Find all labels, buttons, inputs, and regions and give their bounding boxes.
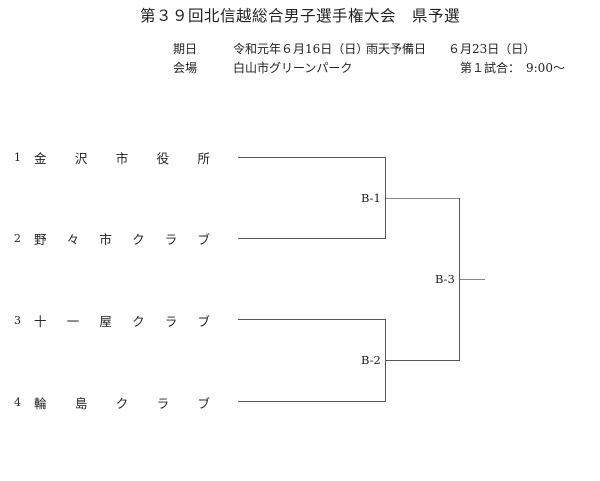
bracket-line-b3 [460, 279, 485, 280]
rain-date-label: 雨天予備日 [366, 42, 427, 56]
team-name: 金 沢 市 役 所 [34, 150, 210, 166]
team-name: 野 々 市 ク ラ ブ [34, 231, 210, 247]
bracket-line-b1 [386, 198, 460, 199]
bracket-line-team4 [238, 401, 386, 402]
date-value: 令和元年６月16日（日） [233, 42, 369, 56]
bracket-vertical-b3 [459, 198, 460, 361]
team-number: 1 [14, 150, 21, 164]
match-label-b2: B-2 [361, 353, 381, 367]
venue-label: 会場 [173, 61, 198, 75]
team-3: 3 十 一 屋 ク ラ ブ [14, 312, 210, 329]
match-label-b3: B-3 [435, 272, 455, 286]
team-name: 十 一 屋 ク ラ ブ [34, 313, 210, 329]
page-title: 第３９回北信越総合男子選手権大会 県予選 [139, 7, 460, 25]
team-number: 2 [14, 231, 21, 245]
team-2: 2 野 々 市 ク ラ ブ [14, 230, 210, 247]
date-label: 期日 [173, 42, 198, 56]
team-number: 3 [14, 313, 21, 327]
bracket-vertical-b1 [385, 157, 386, 239]
venue-value: 白山市グリーンパーク [233, 61, 353, 75]
bracket-line-team1 [238, 157, 386, 158]
bracket-line-team2 [238, 238, 386, 239]
match-label-b1: B-1 [361, 191, 381, 205]
team-name: 輪 島 ク ラ ブ [34, 395, 210, 411]
bracket-line-team3 [238, 319, 386, 320]
bracket-line-b2 [386, 360, 460, 361]
team-number: 4 [14, 395, 21, 409]
team-1: 1 金 沢 市 役 所 [14, 149, 210, 166]
team-4: 4 輪 島 ク ラ ブ [14, 394, 210, 411]
bracket-vertical-b2 [385, 319, 386, 402]
rain-date-value: ６月23日（日） [448, 42, 536, 56]
first-match-time: 第１試合： 9:00～ [460, 61, 565, 75]
